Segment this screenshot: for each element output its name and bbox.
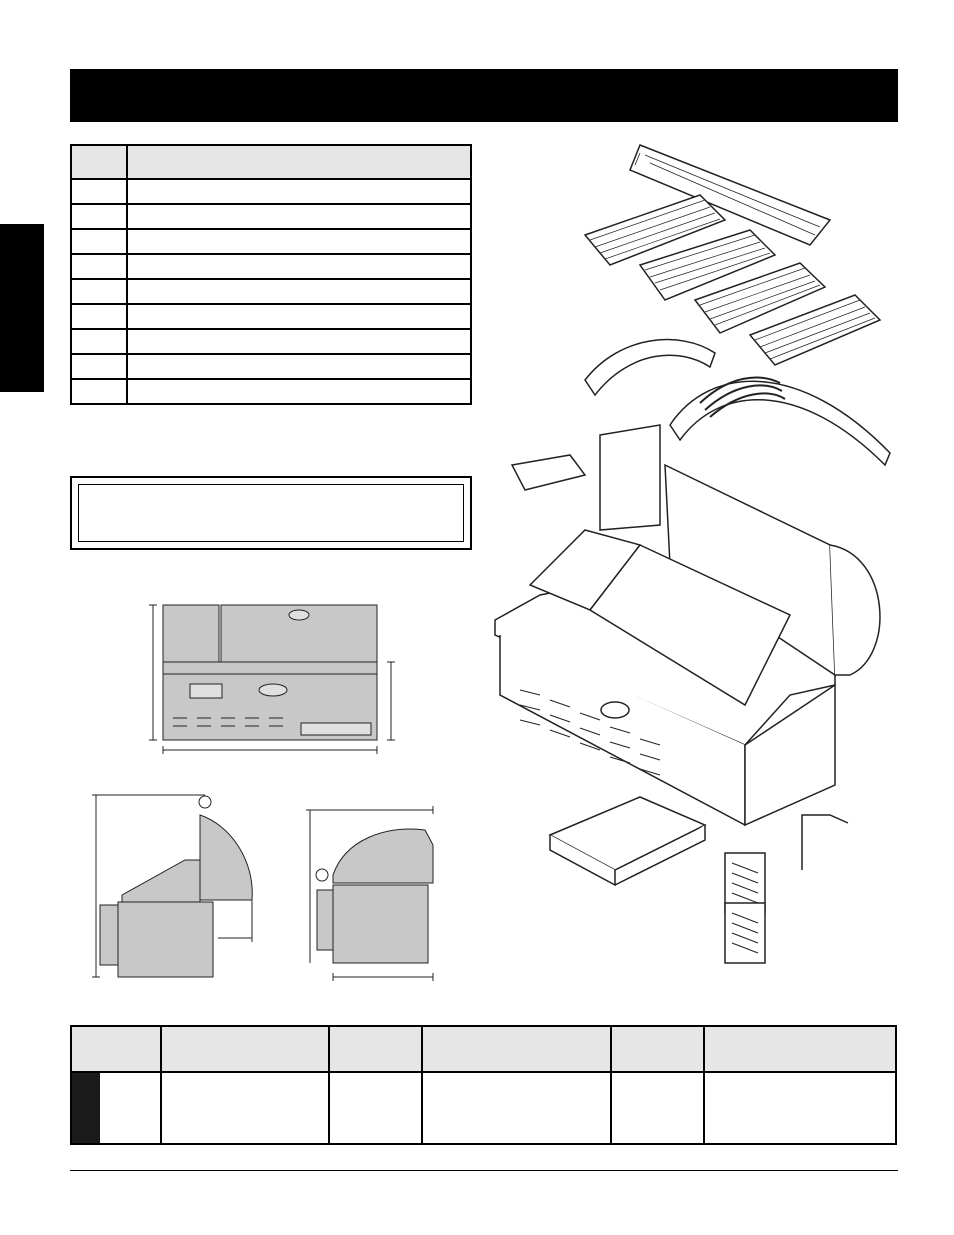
parts-header-description: [126, 144, 472, 180]
part-number: [70, 378, 128, 405]
footer-rule: [70, 1170, 898, 1171]
parts-table-header-row: [70, 144, 472, 180]
spec-header: [160, 1025, 330, 1073]
spec-cell: [703, 1071, 897, 1145]
part-number: [70, 303, 128, 330]
table-row: [70, 328, 472, 355]
parts-table: [70, 144, 472, 405]
part-number: [70, 278, 128, 305]
spec-cell: [328, 1071, 423, 1145]
spec-cell-model: [70, 1071, 162, 1145]
part-description: [126, 228, 472, 255]
part-number: [70, 253, 128, 280]
spec-table: [70, 1025, 897, 1145]
part-description: [126, 203, 472, 230]
parts-header-number: [70, 144, 128, 180]
part-number: [70, 328, 128, 355]
side-section-tab: [0, 224, 44, 392]
part-number: [70, 203, 128, 230]
part-description: [126, 278, 472, 305]
table-row: [70, 253, 472, 280]
spec-cell: [421, 1071, 612, 1145]
part-number: [70, 228, 128, 255]
grill-side-view-closed-icon: [306, 806, 434, 981]
spec-header: [703, 1025, 897, 1073]
table-row: [70, 278, 472, 305]
table-row: [70, 1071, 897, 1145]
table-row: [70, 228, 472, 255]
part-number: [70, 353, 128, 380]
table-row: [70, 203, 472, 230]
spec-header: [610, 1025, 705, 1073]
table-row: [70, 178, 472, 205]
spec-header: [328, 1025, 423, 1073]
table-row: [70, 353, 472, 380]
grill-side-view-open-icon: [92, 794, 253, 978]
spec-cell: [610, 1071, 705, 1145]
note-text: [78, 484, 464, 542]
table-row: [70, 303, 472, 330]
grill-front-view-icon: [149, 604, 395, 754]
header-bar: [70, 69, 898, 122]
part-description: [126, 378, 472, 405]
part-description: [126, 253, 472, 280]
spec-table-header-row: [70, 1025, 897, 1073]
part-description: [126, 303, 472, 330]
part-description: [126, 328, 472, 355]
spec-cell: [160, 1071, 330, 1145]
spec-header: [70, 1025, 162, 1073]
part-description: [126, 178, 472, 205]
model-swatch: [72, 1073, 100, 1143]
spec-header: [421, 1025, 612, 1073]
grill-exploded-diagram-icon: [494, 144, 891, 964]
part-number: [70, 178, 128, 205]
table-row: [70, 378, 472, 405]
note-box: [70, 476, 472, 550]
part-description: [126, 353, 472, 380]
